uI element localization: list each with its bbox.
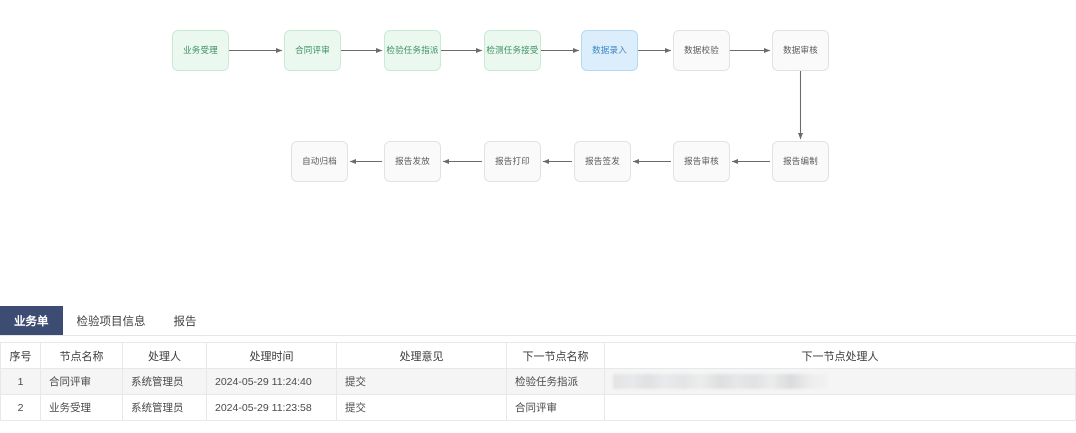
flow-node-auto-archive[interactable]: 自动归档 (291, 141, 348, 182)
cell-next-handler (604, 368, 1076, 395)
tab-label: 报告 (173, 315, 197, 328)
flow-node-business-acceptance[interactable]: 业务受理 (172, 30, 229, 71)
table-header-row: 序号 节点名称 处理人 处理时间 处理意见 下一节点名称 下一节点处理人 (0, 342, 1076, 369)
flow-node-report-issue[interactable]: 报告签发 (574, 141, 631, 182)
workflow-connectors (229, 47, 804, 165)
cell-opinion: 提交 (336, 368, 507, 395)
cell-index: 2 (0, 394, 41, 421)
flow-node-label: 合同评审 (295, 44, 330, 55)
cell-handle-time: 2024-05-29 11:24:40 (206, 368, 337, 395)
cell-node-name: 业务受理 (40, 394, 123, 421)
flow-node-report-compile[interactable]: 报告编制 (772, 141, 829, 182)
tab-report[interactable]: 报告 (160, 306, 211, 335)
tab-label: 业务单 (14, 315, 49, 328)
tab-business-order[interactable]: 业务单 (0, 306, 63, 335)
flow-node-label: 数据录入 (592, 44, 627, 55)
table-row[interactable]: 1 合同评审 系统管理员 2024-05-29 11:24:40 提交 检验任务… (0, 368, 1076, 395)
cell-node-name: 合同评审 (40, 368, 123, 395)
cell-next-node: 检验任务指派 (506, 368, 605, 395)
flow-node-data-verify[interactable]: 数据校验 (673, 30, 730, 71)
table-row[interactable]: 2 业务受理 系统管理员 2024-05-29 11:23:58 提交 合同评审 (0, 394, 1076, 421)
flow-node-label: 业务受理 (183, 44, 218, 55)
flow-node-inspection-task-assign[interactable]: 检验任务指派 (384, 30, 441, 71)
column-header-next-handler: 下一节点处理人 (604, 342, 1076, 369)
flow-node-label: 报告编制 (783, 155, 818, 166)
table-header: 序号 节点名称 处理人 处理时间 处理意见 下一节点名称 下一节点处理人 (0, 342, 1076, 369)
flow-node-report-distribute[interactable]: 报告发放 (384, 141, 441, 182)
cell-handle-time: 2024-05-29 11:23:58 (206, 394, 337, 421)
column-header-opinion: 处理意见 (336, 342, 507, 369)
column-header-handle-time: 处理时间 (206, 342, 337, 369)
flow-node-data-audit[interactable]: 数据审核 (772, 30, 829, 71)
column-header-next-node: 下一节点名称 (506, 342, 605, 369)
flow-node-label: 自动归档 (302, 155, 337, 166)
cell-handler: 系统管理员 (122, 368, 207, 395)
column-header-node-name: 节点名称 (40, 342, 123, 369)
column-header-handler: 处理人 (122, 342, 207, 369)
cell-handler: 系统管理员 (122, 394, 207, 421)
flow-node-label: 报告签发 (585, 155, 620, 166)
redacted-content (613, 374, 827, 389)
flow-node-label: 检测任务接受 (486, 44, 539, 55)
flow-node-label: 报告审核 (684, 155, 719, 166)
tab-label: 检验项目信息 (76, 315, 146, 328)
cell-next-handler (604, 394, 1076, 421)
flow-node-label: 报告打印 (495, 155, 530, 166)
cell-index: 1 (0, 368, 41, 395)
flow-node-inspection-task-accept[interactable]: 检测任务接受 (484, 30, 541, 71)
flow-node-label: 检验任务指派 (386, 44, 439, 55)
workflow-diagram: 业务受理 合同评审 检验任务指派 检测任务接受 数据录入 数据校验 数据审核 报… (172, 30, 829, 182)
flow-node-label: 报告发放 (395, 155, 430, 166)
cell-next-node: 合同评审 (506, 394, 605, 421)
table-body: 1 合同评审 系统管理员 2024-05-29 11:24:40 提交 检验任务… (0, 368, 1076, 421)
cell-opinion: 提交 (336, 394, 507, 421)
column-header-index: 序号 (0, 342, 41, 369)
flow-node-data-entry[interactable]: 数据录入 (581, 30, 638, 71)
flow-node-report-print[interactable]: 报告打印 (484, 141, 541, 182)
flow-node-label: 数据校验 (684, 44, 719, 55)
flow-node-contract-review[interactable]: 合同评审 (284, 30, 341, 71)
tab-inspection-item-info[interactable]: 检验项目信息 (63, 306, 160, 335)
tab-bar: 业务单 检验项目信息 报告 (0, 306, 1076, 336)
flow-node-label: 数据审核 (783, 44, 818, 55)
workflow-history-table: 序号 节点名称 处理人 处理时间 处理意见 下一节点名称 下一节点处理人 1 合… (0, 342, 1076, 421)
flow-node-report-audit[interactable]: 报告审核 (673, 141, 730, 182)
